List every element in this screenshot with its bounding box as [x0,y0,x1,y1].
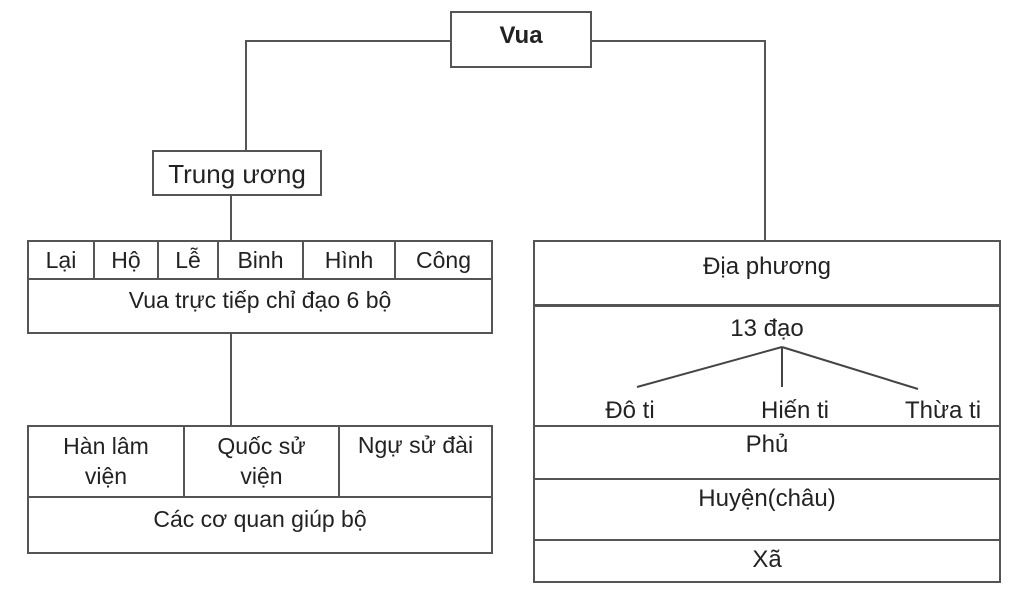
dao-office-label: Hiến ti [760,397,830,424]
connector-bo-co-quan [230,332,232,426]
ministry-cell: Lễ [159,242,219,279]
ministry-cell: Lại [29,242,95,279]
connector-vua-dia-phuong-vertical [764,40,766,241]
connector-vua-trung-uong-vertical [245,40,247,151]
ministry-cell: Công [416,246,471,273]
dao-office-label: Thừa ti [904,397,982,424]
divider [535,425,999,427]
central-label: Trung ương [168,159,306,189]
connector-vua-dia-phuong [591,40,766,42]
king-label: Vua [499,22,543,49]
ministries-caption: Vua trực tiếp chỉ đạo 6 bộ [128,287,392,313]
ministry-cell: Hộ [95,242,159,279]
divider [29,278,491,280]
connector-trung-uong-bo [230,195,232,241]
divider [535,539,999,541]
divider [29,496,491,498]
level-phu: Phủ [745,431,789,458]
level-huyen: Huyện(châu) [698,485,836,512]
local-table: Địa phương 13 đạo Đô ti Hiến ti Thừa ti … [533,240,1001,583]
ministry-cell: Hình [304,242,396,279]
divider [535,304,999,307]
dao-branch-lines [636,346,919,390]
divider [535,478,999,480]
support-caption: Các cơ quan giúp bộ [153,506,367,532]
ministry-cell: Binh [219,242,304,279]
connector-vua-trung-uong [245,40,451,42]
agency-cell: Ngự sử đài [357,432,474,458]
agency-cell: Hàn lâm viện [29,427,185,497]
agency-cell: Quốc sử viện [185,427,340,497]
support-agencies-table: Hàn lâm viện Quốc sử viện Ngự sử đài Các… [27,425,493,554]
dao-label: 13 đạo [730,315,804,342]
level-xa: Xã [752,546,782,573]
ministries-table: Lại Hộ Lễ Binh Hình Công Vua trực tiếp c… [27,240,493,334]
king-node: Vua [450,11,592,68]
dao-office-label: Đô ti [605,397,655,424]
central-node: Trung ương [152,150,322,196]
local-label: Địa phương [703,253,831,280]
